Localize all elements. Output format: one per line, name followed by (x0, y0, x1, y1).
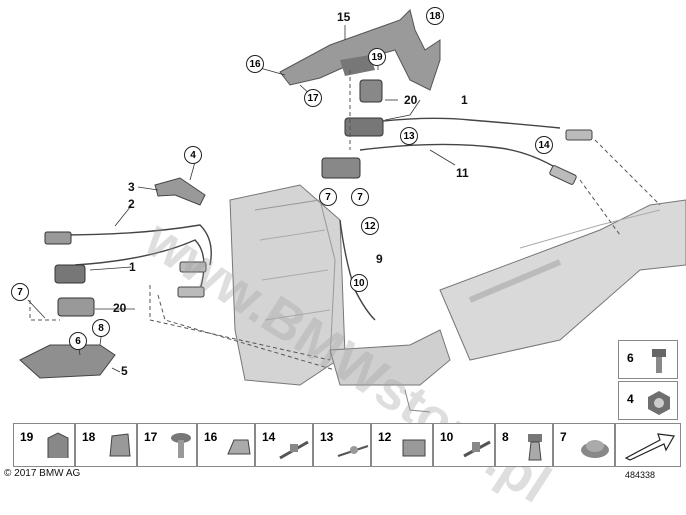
callout-5: 5 (121, 364, 128, 378)
callout-9: 9 (376, 252, 383, 266)
callout-20-top: 20 (404, 93, 418, 107)
callout-2: 2 (128, 197, 135, 211)
legend-item-6[interactable]: 6 (618, 340, 678, 379)
clip-icon (47, 432, 69, 458)
heat-shield-bracket (279, 9, 441, 91)
parts-diagram: www.BMWstore.pl 15 18 19 16 17 20 1 13 1… (4, 7, 686, 515)
callout-11: 11 (456, 166, 469, 180)
leader-lines (29, 70, 661, 371)
legend-num: 17 (144, 430, 158, 444)
callout-7-center: 7 (319, 188, 337, 206)
next-page-arrow-button[interactable] (615, 423, 681, 467)
legend-item-18[interactable]: 18 (75, 423, 137, 467)
expanding-rivet-icon (528, 434, 542, 461)
legend-num: 14 (262, 430, 276, 444)
legend-num: 16 (204, 430, 218, 444)
bolt-icon (652, 349, 666, 373)
callout-10: 10 (350, 274, 368, 292)
grommet-icon (402, 439, 426, 457)
legend-num: 6 (627, 351, 634, 365)
cable-holder-icon (337, 445, 369, 457)
diagram-number: 484338 (625, 470, 656, 480)
particulate-filter (229, 184, 451, 413)
callout-19: 19 (368, 48, 386, 66)
legend-num: 12 (378, 430, 392, 444)
legend-num: 18 (82, 430, 96, 444)
spring-nut-icon (227, 439, 251, 455)
callout-14: 14 (535, 136, 553, 154)
exhaust-muffler (439, 199, 686, 361)
callout-13: 13 (400, 127, 418, 145)
callout-20-left: 20 (113, 301, 127, 315)
callout-18: 18 (426, 7, 444, 25)
legend-item-8[interactable]: 8 (495, 423, 553, 467)
legend-num: 7 (560, 430, 567, 444)
collar-nut-icon (581, 440, 609, 458)
legend-item-4[interactable]: 4 (618, 381, 678, 420)
callout-lines (27, 25, 456, 373)
callout-17: 17 (304, 89, 322, 107)
diagram-drawing (19, 9, 686, 413)
callout-1-top: 1 (461, 93, 468, 107)
legend-num: 4 (627, 392, 634, 406)
cable-tie-icon (279, 440, 309, 460)
legend-item-12[interactable]: 12 (371, 423, 433, 467)
legend-num: 8 (502, 430, 509, 444)
callout-16: 16 (246, 55, 264, 73)
copyright-text: © 2017 BMW AG (4, 468, 81, 479)
cable-clip-icon (463, 440, 491, 458)
nut-icon (648, 391, 670, 415)
callout-12: 12 (361, 217, 379, 235)
callout-1-left: 1 (129, 260, 136, 274)
callout-3: 3 (128, 180, 135, 194)
callout-7-left: 7 (11, 283, 29, 301)
legend-item-10[interactable]: 10 (433, 423, 495, 467)
arrow-icon (624, 433, 675, 461)
legend-item-14[interactable]: 14 (255, 423, 313, 467)
clamp-icon (109, 433, 131, 457)
legend-item-7[interactable]: 7 (553, 423, 615, 467)
callout-7-right: 7 (351, 188, 369, 206)
sensor-modules (19, 79, 593, 379)
legend-num: 19 (20, 430, 34, 444)
legend-item-13[interactable]: 13 (313, 423, 371, 467)
callout-6: 6 (69, 332, 87, 350)
legend-num: 13 (320, 430, 334, 444)
legend-item-16[interactable]: 16 (197, 423, 255, 467)
callout-4: 4 (184, 146, 202, 164)
legend-item-19[interactable]: 19 (13, 423, 75, 467)
callout-15: 15 (337, 10, 351, 24)
legend-num: 10 (440, 430, 454, 444)
screw-icon (171, 433, 191, 458)
legend-item-17[interactable]: 17 (137, 423, 197, 467)
callout-8: 8 (92, 319, 110, 337)
